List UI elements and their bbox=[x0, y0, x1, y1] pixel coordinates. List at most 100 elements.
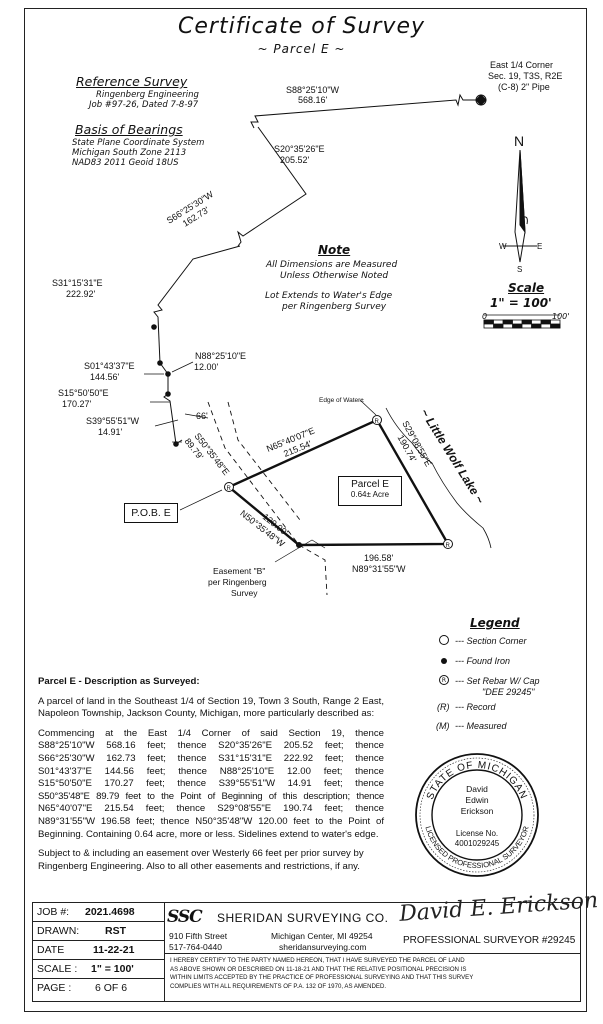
certification-line: WITHIN LIMITS ACCEPTED BY THE PRACTICE O… bbox=[170, 974, 474, 982]
basis-of-bearings-line2: Michigan South Zone 2113 bbox=[72, 148, 187, 158]
set-rebar-markers: R R R bbox=[224, 415, 453, 549]
reference-survey-line1: Ringenberg Engineering bbox=[96, 90, 199, 100]
scale-ratio: 1" = 100' bbox=[490, 296, 552, 310]
label-c1-bearing: S88°25'10"W bbox=[286, 85, 340, 95]
svg-text:R: R bbox=[375, 419, 380, 425]
label-c5-bearing: N88°25'10"E bbox=[195, 351, 246, 361]
easement-label-line3: Survey bbox=[231, 588, 258, 598]
job-label: JOB #: bbox=[37, 906, 70, 918]
section-corner-marker bbox=[475, 94, 487, 106]
seal-name3: Erickson bbox=[461, 806, 494, 816]
page-row: PAGE : 6 OF 6 bbox=[33, 979, 164, 998]
legend-item-rebar-cap: "DEE 29245" bbox=[482, 687, 535, 697]
pob-label: P.O.B. E bbox=[131, 507, 171, 519]
svg-text:R: R bbox=[446, 543, 451, 549]
drawn-value: RST bbox=[105, 925, 126, 937]
note-line2: Unless Otherwise Noted bbox=[280, 271, 389, 281]
label-c7-dist: 170.27' bbox=[62, 399, 92, 409]
seal-name1: David bbox=[466, 784, 488, 794]
easement-label-line2: per Ringenberg bbox=[208, 577, 267, 587]
scale-value: 1" = 100' bbox=[91, 963, 134, 975]
legend-heading: Legend bbox=[470, 616, 520, 630]
scale-bar bbox=[483, 314, 561, 329]
label-p3-bearing: N89°31'55"W bbox=[352, 564, 406, 574]
date-row: DATE 11-22-21 bbox=[33, 941, 164, 960]
legend-item-measured: --- Measured bbox=[455, 721, 507, 731]
date-label: DATE bbox=[37, 944, 65, 956]
traverse-course-2 bbox=[237, 126, 307, 247]
label-c7-bearing: S15°50'50"E bbox=[58, 388, 109, 398]
note-line1: All Dimensions are Measured bbox=[266, 260, 398, 270]
page-title: Certificate of Survey bbox=[178, 14, 425, 39]
legend-item-section-corner: --- Section Corner bbox=[455, 636, 527, 646]
pob-box: P.O.B. E bbox=[124, 503, 178, 523]
certification-divider bbox=[164, 953, 581, 955]
description-block: Parcel E - Description as Surveyed: A pa… bbox=[38, 676, 384, 880]
description-line: N89°31'55"W 196.58 feet; thence N50°35'4… bbox=[38, 815, 384, 827]
seal-license-label: License No. bbox=[456, 829, 498, 838]
parcel-area: 0.64± Acre bbox=[350, 490, 390, 499]
certification-line: I HEREBY CERTIFY TO THE PARTY NAMED HERE… bbox=[170, 957, 465, 964]
easement-label-line1: Easement "B" bbox=[213, 566, 266, 576]
label-c4-dist: 222.92' bbox=[66, 289, 96, 299]
page-subtitle: ~ Parcel E ~ bbox=[257, 42, 346, 56]
north-letter: N bbox=[514, 133, 524, 149]
south-letter: S bbox=[517, 265, 522, 274]
label-c8-bearing: S39°55'51"W bbox=[86, 416, 140, 426]
company-phone: 517-764-0440 bbox=[169, 942, 222, 952]
description-line: S66°25'30"W 162.73 feet; thence S31°15'3… bbox=[38, 752, 384, 764]
certification-block: I HEREBY CERTIFY TO THE PARTY NAMED HERE… bbox=[170, 957, 473, 991]
job-value: 2021.4698 bbox=[85, 906, 135, 918]
label-p3-dist: 196.58' bbox=[364, 553, 394, 563]
basis-of-bearings-line3: NAD83 2011 Geoid 18US bbox=[72, 158, 179, 168]
date-value: 11-22-21 bbox=[93, 944, 135, 956]
legend-section-corner-icon bbox=[439, 635, 449, 645]
note-line3: Lot Extends to Water's Edge bbox=[265, 291, 393, 301]
description-heading: Parcel E - Description as Surveyed: bbox=[38, 676, 200, 687]
label-edge-of-water: Edge of Water± bbox=[319, 397, 364, 404]
description-line: Commencing at the East 1/4 Corner of sai… bbox=[38, 727, 384, 739]
label-c1-dist: 568.16' bbox=[298, 95, 328, 105]
title-block: JOB #: 2021.4698 DRAWN: RST DATE 11-22-2… bbox=[32, 888, 599, 1002]
page-label: PAGE : bbox=[37, 982, 72, 994]
label-c2-bearing: S20°35'26"E bbox=[274, 144, 325, 154]
traverse-course-3 bbox=[153, 245, 241, 364]
label-c8-dist: 14.91' bbox=[98, 427, 123, 437]
surveyor-title: PROFESSIONAL SURVEYOR #29245 bbox=[403, 935, 576, 946]
label-c5-dist: 12.00' bbox=[194, 362, 219, 372]
company-city: Michigan Center, MI 49254 bbox=[271, 931, 373, 941]
north-arrow bbox=[503, 149, 537, 263]
title-block-divider bbox=[164, 903, 166, 1001]
label-c2-dist: 205.52' bbox=[280, 155, 310, 165]
page-border bbox=[24, 8, 587, 1012]
shoreline bbox=[385, 407, 492, 549]
scale-label: SCALE : bbox=[37, 963, 78, 975]
basis-of-bearings-heading: Basis of Bearings bbox=[75, 122, 183, 137]
legend-measured-symbol: (M) bbox=[436, 721, 450, 731]
label-c4-bearing: S31°15'31"E bbox=[52, 278, 103, 288]
seal-name2: Edwin bbox=[465, 795, 488, 805]
svg-text:R: R bbox=[227, 486, 232, 492]
east-corner-line3: (C-8) 2" Pipe bbox=[498, 82, 550, 92]
east-letter: E bbox=[537, 242, 542, 251]
east-corner-line2: Sec. 19, T3S, R2E bbox=[488, 71, 563, 81]
surveyor-seal: STATE OF MICHIGAN LICENSED PROFESSIONAL … bbox=[414, 752, 540, 878]
reference-survey-heading: Reference Survey bbox=[76, 74, 188, 89]
scale-start: 0 bbox=[482, 312, 488, 321]
label-easement-width: 66' bbox=[196, 411, 208, 421]
company-address: 910 Fifth Street bbox=[169, 931, 228, 941]
description-para3: Subject to & including an easement over … bbox=[38, 848, 364, 872]
description-para1: A parcel of land in the Southeast 1/4 of… bbox=[38, 695, 384, 720]
legend-item-record: --- Record bbox=[455, 702, 496, 712]
east-corner-line1: East 1/4 Corner bbox=[490, 60, 554, 70]
basis-of-bearings-line1: State Plane Coordinate System bbox=[72, 138, 205, 148]
job-row: JOB #: 2021.4698 bbox=[33, 903, 164, 922]
description-line: S15°50'50"E 170.27 feet; thence S39°55'5… bbox=[38, 778, 384, 790]
legend-found-iron-icon bbox=[441, 658, 447, 664]
scale-row: SCALE : 1" = 100' bbox=[33, 960, 164, 979]
scale-end: 100' bbox=[552, 312, 570, 321]
legend-record-symbol: (R) bbox=[437, 702, 450, 712]
description-line: S50°35'48"E 89.79 feet to the Point of B… bbox=[38, 790, 384, 802]
note-line4: per Ringenberg Survey bbox=[282, 302, 387, 312]
